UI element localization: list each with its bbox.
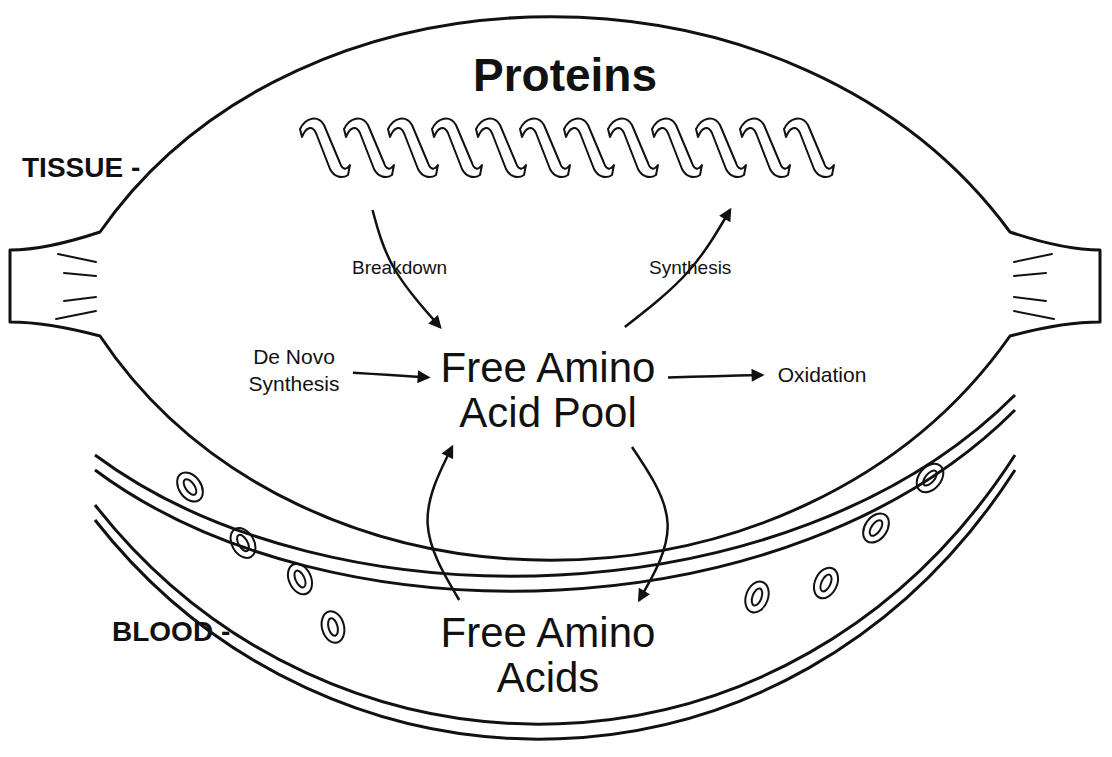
outline-stroke [10, 17, 1100, 561]
fiber-line [1014, 311, 1054, 319]
cell-outline [741, 578, 773, 616]
blood-vessel: BLOOD - Free Amino Acids [95, 380, 1025, 750]
source-node: De Novo Synthesis [235, 343, 353, 397]
helix-turn [696, 119, 746, 177]
cell-center [292, 569, 308, 589]
helix-turn [388, 119, 438, 177]
blood-pool-node: Free Amino Acids [428, 600, 668, 704]
cell-center [867, 518, 885, 538]
fiber-line [64, 297, 96, 301]
flow-arrow [668, 375, 762, 377]
pool-node: Free Amino Acid Pool [428, 327, 668, 447]
helix-turn [784, 119, 834, 177]
node-label: Oxidation [762, 363, 882, 387]
helix-turn [300, 119, 350, 177]
outline-stroke [95, 455, 1015, 724]
helix-turn [608, 119, 658, 177]
region-heading: BLOOD - [112, 616, 230, 648]
helix-turn [476, 119, 526, 177]
flow-arrow [428, 447, 460, 600]
fiber-line [1014, 273, 1046, 276]
cell-center [750, 587, 765, 607]
helix-turn [740, 119, 790, 177]
helix-turn [520, 119, 570, 177]
edge-label: Breakdown [352, 256, 447, 280]
cell-outline [318, 609, 348, 646]
sink-node: Oxidation [762, 363, 882, 387]
node-label: De Novo Synthesis [235, 343, 353, 397]
protein-helix [300, 119, 834, 177]
tendon-fibers [56, 254, 1054, 319]
outline-stroke [95, 395, 1015, 576]
helix-turn [564, 119, 614, 177]
node-label: Proteins [290, 50, 840, 100]
cell-outline [809, 564, 842, 602]
fiber-line [58, 254, 96, 262]
blood-cell [318, 609, 348, 646]
cell-outline [172, 468, 208, 507]
cell-center [818, 573, 834, 593]
helix-turn [344, 119, 394, 177]
edge-label: Synthesis [649, 256, 731, 280]
blood-cell [172, 468, 208, 507]
blood-cell [741, 578, 773, 616]
helix-turn [652, 119, 702, 177]
flow-arrow [632, 447, 668, 600]
fiber-line [1014, 297, 1046, 301]
node-label: Free Amino Acids [428, 610, 668, 700]
cell-center [181, 477, 199, 497]
cell-center [326, 617, 339, 637]
outline-stroke [95, 470, 1015, 739]
helix-turn [432, 119, 482, 177]
fiber-line [56, 311, 96, 319]
fiber-line [64, 273, 96, 276]
flow-arrow [353, 373, 428, 378]
outline-stroke [95, 410, 1015, 591]
tissue-muscle: TISSUE - ProteinsFree Amino Acid Pool De N… [10, 0, 1100, 575]
region-heading: TISSUE - [22, 152, 140, 184]
blood-cell [809, 564, 842, 602]
node-label: Free Amino Acid Pool [428, 345, 668, 435]
protein-node: Proteins [290, 50, 840, 210]
fiber-line [1014, 254, 1052, 262]
